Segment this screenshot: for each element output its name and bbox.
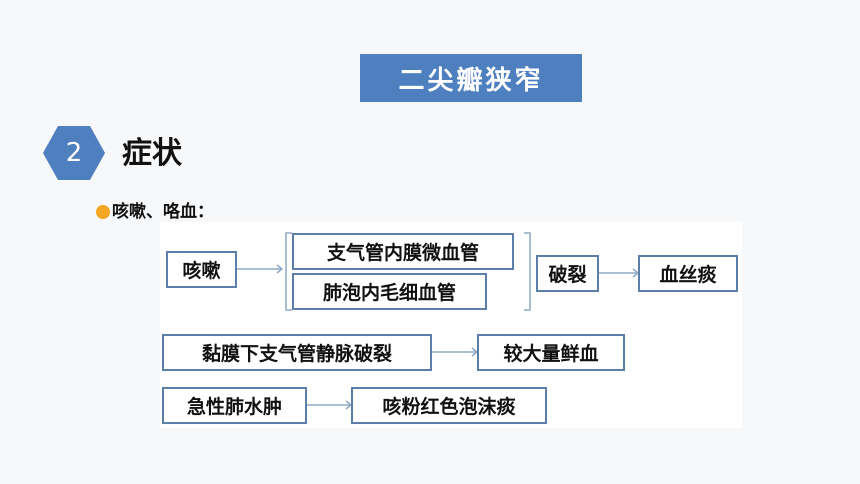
- bullet-dot-icon: [96, 205, 110, 219]
- right-bracket: [524, 232, 531, 311]
- cough-box: 咳嗽: [166, 251, 237, 288]
- section-number: 2: [65, 138, 83, 168]
- arrow-head-cough: [276, 264, 284, 274]
- hexagon-icon: [43, 126, 105, 180]
- pink-frothy-sputum-box: 咳粉红色泡沫痰: [351, 387, 547, 424]
- blood-streaked-sputum-box: 血丝痰: [638, 255, 738, 292]
- section-number-badge: 2: [42, 124, 106, 182]
- left-bracket: [285, 232, 292, 311]
- rupture-box: 破裂: [536, 255, 599, 292]
- alveolar-capillary-box: 肺泡内毛细血管: [292, 273, 487, 310]
- submucosal-vein-rupture-box: 黏膜下支气管静脉破裂: [162, 334, 432, 371]
- bronchial-capillary-box: 支气管内膜微血管: [292, 233, 514, 270]
- section-title: 症状: [122, 136, 182, 171]
- bullet-text: 咳嗽、咯血：: [112, 202, 214, 222]
- large-bleeding-box: 较大量鲜血: [477, 334, 625, 371]
- title-banner: 二尖瓣狭窄: [360, 54, 582, 102]
- pulmonary-edema-box: 急性肺水肿: [162, 387, 307, 424]
